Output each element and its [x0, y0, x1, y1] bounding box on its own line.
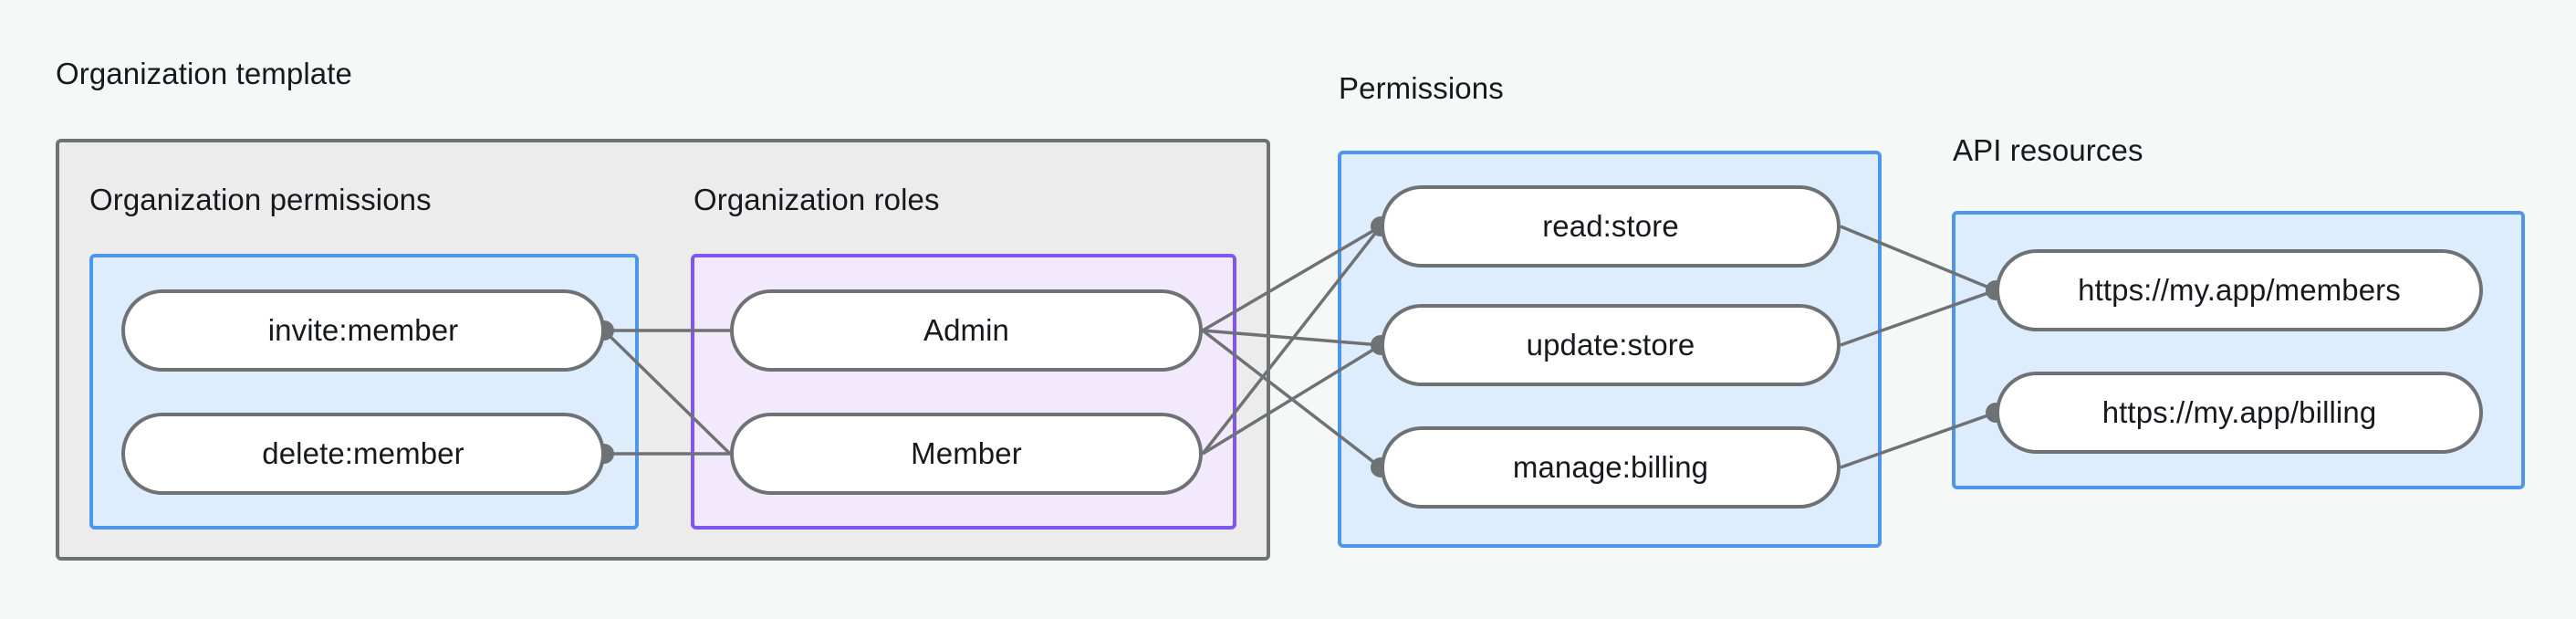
- node-admin-label: Admin: [923, 313, 1010, 347]
- node-read-store-label: read:store: [1542, 209, 1679, 243]
- node-members-url-label: https://my.app/members: [2078, 273, 2401, 307]
- node-members-url[interactable]: https://my.app/members: [1996, 249, 2483, 331]
- node-delete-member[interactable]: delete:member: [121, 413, 605, 495]
- organization-roles-subtitle: Organization roles: [694, 183, 940, 216]
- node-invite-member[interactable]: invite:member: [121, 289, 605, 372]
- node-billing-url[interactable]: https://my.app/billing: [1996, 372, 2483, 454]
- organization-template-title: Organization template: [56, 57, 352, 90]
- node-admin[interactable]: Admin: [730, 289, 1203, 372]
- node-member-label: Member: [911, 436, 1022, 470]
- node-read-store[interactable]: read:store: [1381, 185, 1841, 268]
- node-update-store[interactable]: update:store: [1381, 304, 1841, 386]
- node-invite-member-label: invite:member: [267, 313, 459, 347]
- node-manage-billing[interactable]: manage:billing: [1381, 426, 1841, 509]
- node-manage-billing-label: manage:billing: [1512, 450, 1709, 484]
- node-update-store-label: update:store: [1526, 328, 1695, 362]
- api-resources-title: API resources: [1953, 133, 2143, 167]
- permissions-title: Permissions: [1339, 71, 1504, 105]
- organization-permissions-subtitle: Organization permissions: [89, 183, 432, 216]
- node-member[interactable]: Member: [730, 413, 1203, 495]
- node-billing-url-label: https://my.app/billing: [2101, 395, 2377, 429]
- node-delete-member-label: delete:member: [262, 436, 464, 470]
